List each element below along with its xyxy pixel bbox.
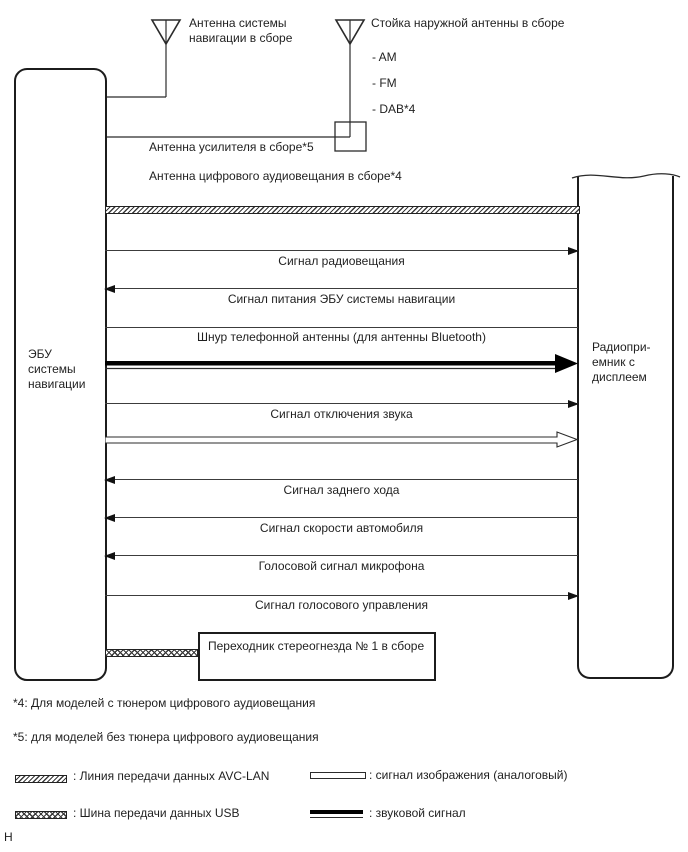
signal-line <box>105 591 579 600</box>
signal-label: Сигнал заднего хода <box>283 483 400 497</box>
signal-line <box>104 284 578 293</box>
legend-audio-label: : звуковой сигнал <box>369 806 466 820</box>
signal-line <box>105 399 579 408</box>
signal-label: Голосовой сигнал микрофона <box>258 559 425 573</box>
radio-receiver-label: Радиопри- емник с дисплеем <box>592 340 651 384</box>
signal-label: Сигнал скорости автомобиля <box>259 521 424 535</box>
signal-line <box>104 475 578 484</box>
signal-label: Сигнал радиовещания <box>278 254 405 268</box>
arrow-right-icon <box>568 399 579 408</box>
navigation-ecu-box <box>14 68 107 681</box>
nav-antenna-label: Антенна системы навигации в сборе <box>189 16 293 45</box>
amplifier-antenna-label: Антенна усилителя в сборе*5 <box>149 140 314 154</box>
signal-label: Шнур телефонной антенны (для антенны Blu… <box>197 330 486 344</box>
audio-signal-arrow-icon <box>105 354 578 373</box>
arrow-right-icon <box>568 591 579 600</box>
dab-antenna-label: Антенна цифрового аудиовещания в сборе*4 <box>149 169 402 183</box>
stereo-jack-adapter-box: Переходник стереогнезда № 1 в сборе <box>198 632 436 681</box>
audio-signal-swatch-thin-icon <box>310 817 363 818</box>
signal-label: Сигнал отключения звука <box>270 407 413 421</box>
avc-lan-swatch-icon <box>15 775 67 783</box>
radio-receiver-box <box>577 176 674 679</box>
signal-label: Сигнал голосового управления <box>254 598 428 612</box>
navigation-ecu-label: ЭБУ системы навигации <box>28 347 86 391</box>
external-antenna-item-fm: - FM <box>372 76 397 90</box>
signal-line <box>104 551 578 560</box>
page-marker: Н <box>4 830 13 844</box>
video-signal-swatch-icon <box>310 772 366 779</box>
arrow-left-icon <box>104 284 115 293</box>
avc-lan-bus-line <box>105 206 580 214</box>
footnote-5: *5: для моделей без тюнера цифрового ауд… <box>13 730 319 744</box>
audio-signal-swatch-icon <box>310 810 363 814</box>
legend-video-label: : сигнал изображения (аналоговый) <box>369 768 568 782</box>
external-antenna-item-am: - AM <box>372 50 397 64</box>
usb-bus-line <box>105 649 198 657</box>
stereo-jack-adapter-label: Переходник стереогнезда № 1 в сборе <box>208 639 425 653</box>
signal-line <box>104 513 578 522</box>
video-signal-arrow-icon <box>105 431 579 448</box>
arrow-left-icon <box>104 513 115 522</box>
signal-line <box>105 327 578 328</box>
box-break-wave-icon <box>571 173 681 179</box>
legend-usb-label: : Шина передачи данных USB <box>73 806 240 820</box>
signal-line <box>105 246 579 255</box>
arrow-left-icon <box>104 475 115 484</box>
external-antenna-item-dab: - DAB*4 <box>372 102 416 116</box>
usb-swatch-icon <box>15 811 67 819</box>
external-antenna-label: Стойка наружной антенны в сборе <box>371 16 565 30</box>
signal-label: Сигнал питания ЭБУ системы навигации <box>227 292 456 306</box>
arrow-right-icon <box>568 246 579 255</box>
legend-avc-lan-label: : Линия передачи данных AVC-LAN <box>73 769 270 783</box>
antenna-wiring-icon <box>105 19 367 152</box>
arrow-left-icon <box>104 551 115 560</box>
footnote-4: *4: Для моделей с тюнером цифрового ауди… <box>13 696 316 710</box>
